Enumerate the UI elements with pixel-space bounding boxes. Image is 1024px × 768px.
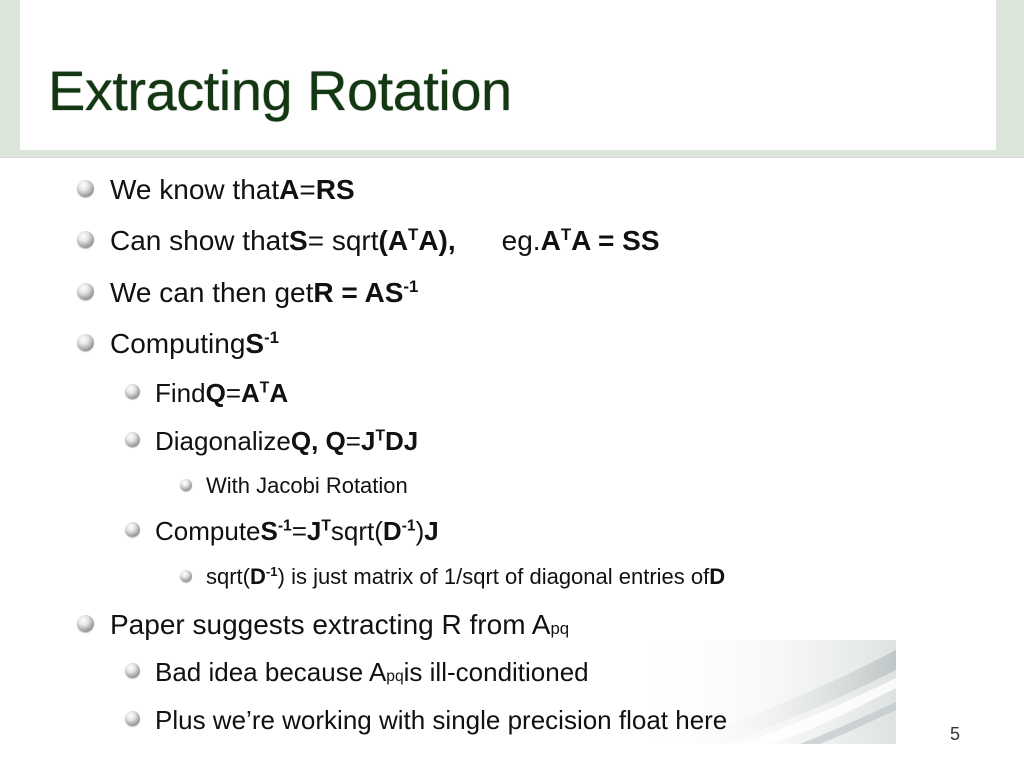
- bullet-icon: [77, 231, 94, 248]
- bullet-icon: [77, 615, 94, 632]
- superscript-exp: -1: [264, 327, 280, 347]
- bold-q: Q: [205, 378, 226, 408]
- equals: =: [345, 426, 361, 456]
- bold-d: D: [709, 564, 726, 589]
- bullet-text: We can then get: [110, 277, 314, 308]
- bullet-icon: [125, 522, 140, 537]
- bold-q: Q, Q: [290, 426, 346, 456]
- bullet-r-equals: We can then get R = AS-1: [77, 276, 419, 309]
- bullet-icon: [125, 711, 140, 726]
- bold-open: (A: [378, 225, 409, 256]
- bullet-jacobi: With Jacobi Rotation: [180, 473, 408, 499]
- bullet-icon: [180, 479, 192, 491]
- equals: =: [225, 378, 241, 408]
- bullet-text: Paper suggests extracting R from A: [110, 609, 551, 640]
- bullet-text: Bad idea because A: [155, 657, 387, 687]
- superscript-exp: -1: [277, 517, 292, 535]
- bold-j: J: [306, 516, 322, 546]
- superscript-t: T: [375, 427, 385, 445]
- bold-a-ss: A = SS: [571, 225, 660, 256]
- bullet-a-equals-rs: We know that A = RS: [77, 174, 355, 206]
- title-card: [20, 0, 996, 150]
- bold-a: A: [241, 378, 260, 408]
- bullet-computing: Computing S-1: [77, 327, 280, 360]
- bold-dj: DJ: [384, 426, 419, 456]
- close-paren: ): [415, 516, 425, 546]
- bold-d: D: [250, 564, 266, 589]
- superscript-t: T: [321, 517, 331, 535]
- bullet-icon: [77, 334, 94, 351]
- bold-d: D: [382, 516, 402, 546]
- superscript-exp: -1: [265, 564, 278, 580]
- page-number: 5: [950, 724, 961, 744]
- bold-r-as: R = AS: [313, 277, 404, 308]
- bullet-text: is ill-conditioned: [403, 657, 589, 687]
- superscript-exp: -1: [403, 276, 419, 296]
- bullet-text: Diagonalize: [155, 426, 291, 456]
- bullet-text: Compute: [155, 516, 261, 546]
- bold-s: S: [289, 225, 308, 256]
- bullet-sqrt-d-inv: sqrt(D-1) is just matrix of 1/sqrt of di…: [180, 564, 726, 590]
- bullet-text: Find: [155, 378, 206, 408]
- bullet-icon: [77, 180, 94, 197]
- bullet-icon: [180, 570, 192, 582]
- bold-j: J: [424, 516, 439, 546]
- bullet-text: With Jacobi Rotation: [206, 473, 408, 498]
- bold-a: A: [540, 225, 561, 256]
- bullet-text: Plus we’re working with single precision…: [155, 705, 728, 735]
- equals: =: [291, 516, 307, 546]
- superscript-t: T: [259, 379, 270, 397]
- superscript-t: T: [408, 224, 419, 244]
- superscript-exp: -1: [401, 517, 416, 535]
- bullet-single-precision: Plus we’re working with single precision…: [125, 705, 728, 736]
- bold-j: J: [360, 426, 376, 456]
- bullet-text: We know that: [110, 174, 280, 205]
- bold-a: A: [269, 378, 289, 408]
- equals-sqrt: = sqrt: [307, 225, 379, 256]
- decorative-swoosh: [620, 640, 896, 744]
- bullet-text: Computing: [110, 328, 246, 359]
- slide-title: Extracting Rotation: [48, 59, 512, 122]
- eg-text: eg.: [501, 225, 541, 256]
- bold-rs: RS: [315, 174, 355, 205]
- bold-s: S: [260, 516, 278, 546]
- bullet-icon: [125, 663, 140, 678]
- sqrt-text: sqrt(: [330, 516, 383, 546]
- title-divider: [0, 157, 1024, 158]
- equals: =: [299, 174, 316, 205]
- bullet-icon: [77, 283, 94, 300]
- superscript-t: T: [560, 224, 572, 244]
- bold-s: S: [245, 328, 265, 359]
- bullet-text: ) is just matrix of 1/sqrt of diagonal e…: [277, 564, 710, 589]
- bullet-icon: [125, 432, 140, 447]
- bullet-icon: [125, 384, 140, 399]
- bullet-text: Can show that: [110, 225, 289, 256]
- bold-close: A),: [418, 225, 456, 256]
- bullet-text: sqrt(: [206, 564, 250, 589]
- bold-a: A: [279, 174, 300, 205]
